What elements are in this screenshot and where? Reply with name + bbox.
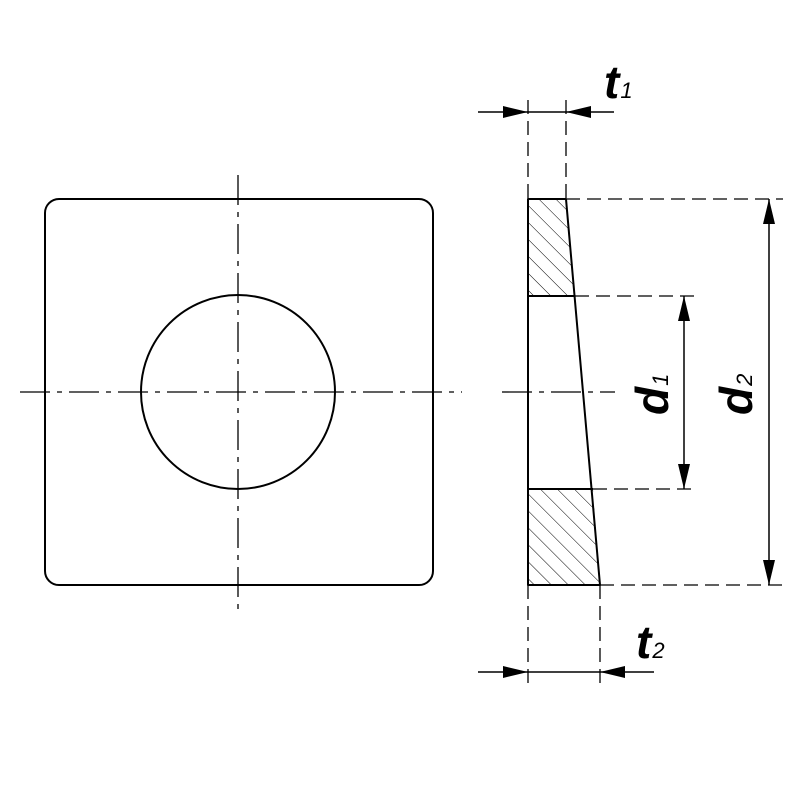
front-view xyxy=(20,175,462,610)
dimension-t1: t1 xyxy=(478,56,633,118)
dimension-t2: t2 xyxy=(478,616,665,678)
side-section-view xyxy=(502,198,615,586)
svg-text:t2: t2 xyxy=(636,616,665,668)
lower-section-hatch xyxy=(528,489,600,585)
t2-label: t xyxy=(636,616,653,668)
upper-section-hatch xyxy=(528,199,575,296)
t2-subscript: 2 xyxy=(651,638,664,663)
svg-text:d1: d1 xyxy=(626,374,678,415)
t1-subscript: 1 xyxy=(620,78,632,103)
dimension-d1: d1 xyxy=(626,296,690,489)
d1-subscript: 1 xyxy=(648,374,673,386)
dimension-d2: d2 xyxy=(710,199,775,585)
d1-label: d xyxy=(626,386,678,415)
svg-text:d2: d2 xyxy=(710,374,762,415)
svg-text:t1: t1 xyxy=(604,56,633,108)
d2-label: d xyxy=(710,386,762,415)
d2-subscript: 2 xyxy=(732,374,757,387)
t1-label: t xyxy=(604,56,621,108)
